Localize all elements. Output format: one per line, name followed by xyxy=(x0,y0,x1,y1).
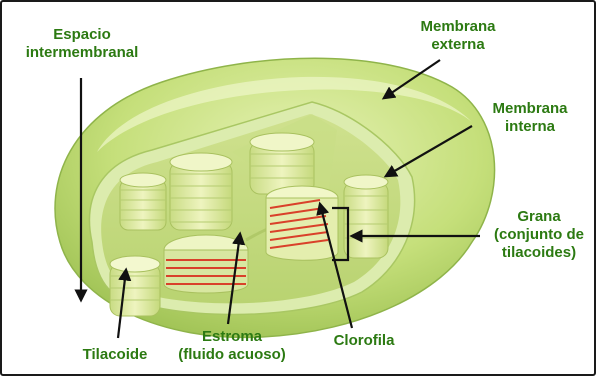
granum-front-right xyxy=(266,186,338,260)
granum-front-left xyxy=(110,256,160,316)
label-estroma: Estroma (fluido acuoso) xyxy=(162,328,302,364)
label-grana: Grana (conjunto de tilacoides) xyxy=(486,208,592,262)
label-membrana-externa: Membrana externa xyxy=(400,18,516,54)
granum-back-right xyxy=(250,133,314,194)
label-tilacoide: Tilacoide xyxy=(60,346,170,364)
granum-far-right xyxy=(344,175,388,258)
label-clorofila: Clorofila xyxy=(316,332,412,350)
granum-back-center xyxy=(170,153,232,230)
label-espacio-intermembranal: Espacio intermembranal xyxy=(8,26,156,62)
granum-back-left xyxy=(120,173,166,230)
label-membrana-interna: Membrana interna xyxy=(472,100,588,136)
